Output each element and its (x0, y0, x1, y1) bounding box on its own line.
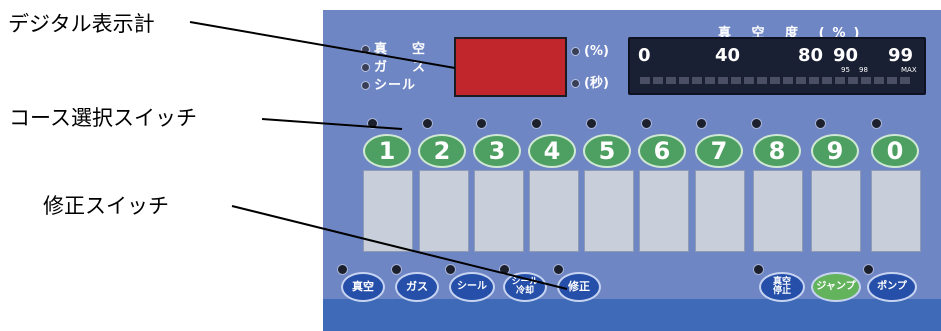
course-label-box (811, 170, 861, 252)
course-label-box (584, 170, 634, 252)
course-label-box (529, 170, 579, 252)
digital-display-callout: デジタル表示計 (8, 12, 155, 36)
course-label-box (695, 170, 745, 252)
pump-button[interactable]: ポンプ (867, 272, 917, 302)
course-button-3[interactable]: 3 (473, 134, 521, 168)
display-leader-line (189, 21, 456, 69)
digital-display (454, 37, 567, 97)
course-leader-line (261, 118, 403, 130)
jump-button[interactable]: ジャンプ (811, 272, 861, 302)
vacuum-bargraph: 0 40 80 90 99 95 98 MAX (628, 37, 926, 95)
correction-button[interactable]: 修正 (557, 272, 601, 302)
course-label-box (639, 170, 689, 252)
function-led (445, 264, 456, 275)
course-led (696, 118, 707, 129)
legend-vacuum: 真 空 (361, 38, 431, 57)
course-button-4[interactable]: 4 (528, 134, 576, 168)
function-led (337, 264, 348, 275)
course-label-box (474, 170, 524, 252)
vacuum-button[interactable]: 真空 (341, 272, 385, 302)
course-led (476, 118, 487, 129)
course-button-2[interactable]: 2 (418, 134, 466, 168)
course-button-8[interactable]: 8 (753, 134, 801, 168)
legend-led (361, 81, 370, 90)
course-button-5[interactable]: 5 (583, 134, 631, 168)
course-button-9[interactable]: 9 (811, 134, 859, 168)
course-select-callout: コース選択スイッチ (9, 106, 197, 130)
segment-row (640, 77, 910, 84)
correction-leader-line (231, 205, 568, 290)
course-led (586, 118, 597, 129)
course-led (367, 118, 378, 129)
course-button-0[interactable]: 0 (871, 134, 919, 168)
course-button-6[interactable]: 6 (638, 134, 686, 168)
seal-cooling-button[interactable]: シール冷却 (503, 272, 547, 302)
function-led (753, 264, 764, 275)
function-led (863, 264, 874, 275)
course-led (531, 118, 542, 129)
legend-led (361, 45, 370, 54)
scale-40: 40 (715, 45, 741, 66)
course-button-7[interactable]: 7 (695, 134, 743, 168)
legend-led (361, 63, 370, 72)
panel-base (323, 299, 941, 331)
scale-99: 99 (888, 45, 914, 66)
vacuum-stop-button[interactable]: 真空停止 (759, 272, 805, 302)
correction-callout: 修正スイッチ (43, 194, 169, 218)
course-label-box (753, 170, 803, 252)
course-led (422, 118, 433, 129)
scale-90: 90 (833, 45, 859, 66)
course-led (641, 118, 652, 129)
course-led (871, 118, 882, 129)
course-led (815, 118, 826, 129)
legend-seal: シール (361, 74, 416, 93)
function-led (553, 264, 564, 275)
course-label-box (871, 170, 921, 252)
course-led (751, 118, 762, 129)
course-button-1[interactable]: 1 (363, 134, 411, 168)
unit-led (571, 79, 580, 88)
unit-percent: (%) (571, 44, 609, 59)
unit-seconds: (秒) (571, 72, 609, 91)
course-label-box (363, 170, 413, 252)
unit-led (571, 47, 580, 56)
function-led (391, 264, 402, 275)
scale-max: MAX (901, 66, 917, 74)
seal-button[interactable]: シール (449, 272, 495, 302)
gas-button[interactable]: ガス (395, 272, 439, 302)
scale-80: 80 (798, 45, 824, 66)
legend-gas: ガ ス (361, 56, 431, 75)
scale-98: 98 (859, 66, 868, 74)
course-label-box (419, 170, 469, 252)
scale-0: 0 (638, 45, 651, 66)
scale-95: 95 (841, 66, 850, 74)
